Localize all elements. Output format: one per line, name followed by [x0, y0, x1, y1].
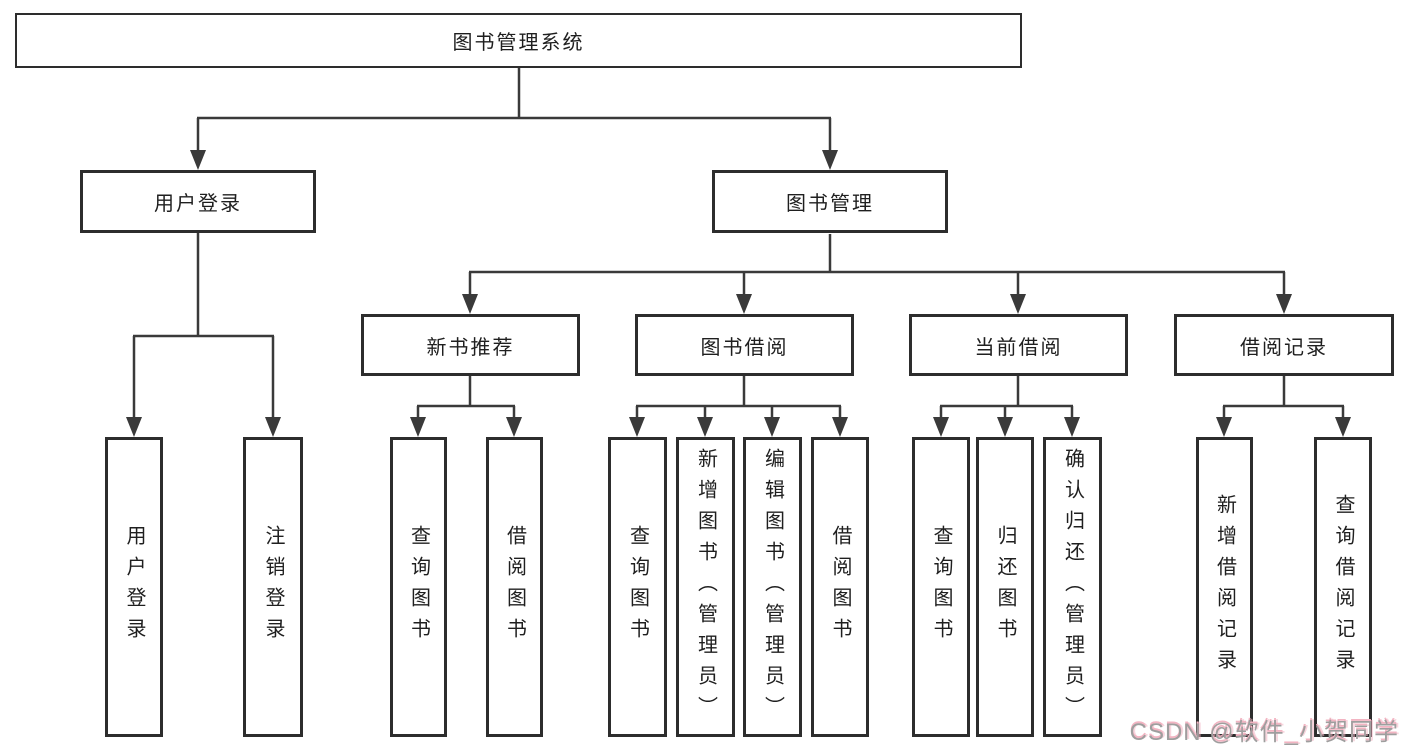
leaf-box-add-borrow-record: 新增借阅记录	[1196, 437, 1253, 737]
leaf-box-search-books-current: 查询图书	[912, 437, 970, 737]
leaf-box-edit-books-admin: 编辑图书（管理员）	[743, 437, 802, 737]
leaf-box-confirm-return-admin: 确认归还（管理员）	[1043, 437, 1102, 737]
leaf-box-borrow-books: 借阅图书	[811, 437, 869, 737]
branch-box-book-management: 图书管理	[712, 170, 948, 233]
root-box-system: 图书管理系统	[15, 13, 1022, 68]
leaf-box-logout: 注销登录	[243, 437, 303, 737]
branch-box-user-login: 用户登录	[80, 170, 316, 233]
node-box-book-borrow: 图书借阅	[635, 314, 854, 376]
leaf-box-user-login: 用户登录	[105, 437, 163, 737]
leaf-box-search-books-borrow: 查询图书	[608, 437, 667, 737]
leaf-box-borrow-books-recommend: 借阅图书	[486, 437, 543, 737]
node-box-current-borrow: 当前借阅	[909, 314, 1128, 376]
leaf-box-search-borrow-record: 查询借阅记录	[1314, 437, 1372, 737]
leaf-box-search-books-recommend: 查询图书	[390, 437, 447, 737]
node-box-new-book-recommend: 新书推荐	[361, 314, 580, 376]
node-box-borrow-records: 借阅记录	[1174, 314, 1394, 376]
csdn-watermark: CSDN @软件_小贺同学	[1129, 719, 1399, 746]
leaf-box-return-books: 归还图书	[976, 437, 1034, 737]
leaf-box-add-books-admin: 新增图书（管理员）	[676, 437, 735, 737]
